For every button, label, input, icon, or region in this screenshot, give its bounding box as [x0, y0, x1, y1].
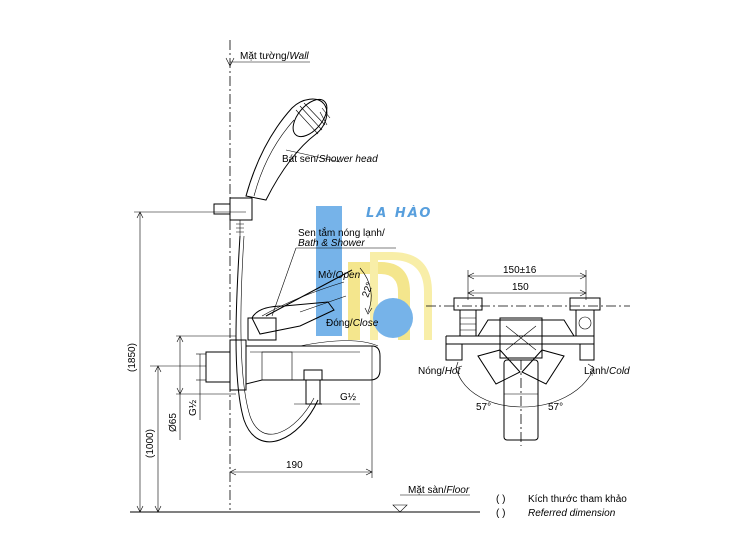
angle-arc	[359, 267, 372, 313]
svg-text:Mặt sàn/Floor: Mặt sàn/Floor	[408, 485, 470, 496]
dim-65: Ø65	[168, 413, 179, 432]
dim-150: 150	[512, 282, 529, 293]
angle-57-right: 57°	[548, 402, 563, 413]
svg-text:Bát sen/Shower head: Bát sen/Shower head	[282, 154, 378, 165]
dim-150tol: 150±16	[503, 265, 537, 276]
hose	[235, 235, 319, 443]
svg-text:Nóng/Hot: Nóng/Hot	[418, 366, 461, 377]
logo-blue-bar	[316, 206, 342, 336]
logo-blue-circle	[373, 298, 413, 338]
dim-190: 190	[286, 460, 303, 471]
shower-head	[245, 98, 331, 201]
svg-text:Lạnh/Cold: Lạnh/Cold	[584, 366, 630, 377]
floor-marker	[392, 504, 408, 513]
mixer-handle	[247, 269, 353, 341]
angle-22-label: 22°	[360, 281, 376, 299]
legend-paren-2: ( )	[496, 508, 505, 519]
shower-head-label: Bát sen/	[282, 154, 319, 165]
svg-text:Mở/Open: Mở/Open	[318, 269, 361, 281]
wall-arrow	[225, 57, 235, 67]
cold-label: Lạnh/	[584, 366, 609, 377]
open-label: Mở/	[318, 269, 336, 281]
wall-label: Mặt tường/	[240, 51, 290, 62]
bath-shower-leader	[271, 247, 297, 317]
cold-label-en: Cold	[609, 366, 630, 377]
legend-ref-vi: Kích thước tham khảo	[528, 494, 627, 505]
legend-paren-1: ( )	[496, 494, 505, 505]
hot-label: Nóng/	[418, 366, 445, 377]
shower-head-label-en: Shower head	[319, 154, 378, 165]
bath-shower-label-en: Bath & Shower	[298, 238, 365, 249]
bath-shower-label: Sen tắm nóng lạnh/	[298, 226, 385, 239]
legend-ref-en: Referred dimension	[528, 508, 616, 519]
hot-label-en: Hot	[445, 366, 462, 377]
close-label-en: Close	[353, 318, 379, 329]
dim-g-half-v: G½	[188, 399, 199, 416]
close-label: Đóng/	[326, 318, 353, 329]
top-view: 150±16 150	[426, 265, 630, 446]
dim-1850: (1850)	[127, 343, 138, 372]
floor-label: Mặt sàn/	[408, 485, 447, 496]
dim-1000: (1000)	[145, 429, 156, 458]
open-label-en: Open	[336, 270, 361, 281]
angle-57-left: 57°	[476, 402, 491, 413]
floor-label-en: Floor	[446, 485, 469, 496]
logo-yellow-arch-2	[370, 252, 432, 340]
svg-text:Mặt tường/Wall: Mặt tường/Wall	[240, 51, 309, 62]
watermark-logo: LA HÀO	[316, 205, 432, 340]
shower-head-leader	[285, 149, 341, 163]
logo-text: LA HÀO	[366, 205, 432, 221]
hose-inner	[240, 235, 315, 435]
svg-text:Đóng/Close: Đóng/Close	[326, 318, 379, 329]
dim-g-half-h: G½	[340, 392, 357, 403]
wall-label-en: Wall	[289, 51, 309, 62]
shower-holder	[213, 197, 253, 236]
